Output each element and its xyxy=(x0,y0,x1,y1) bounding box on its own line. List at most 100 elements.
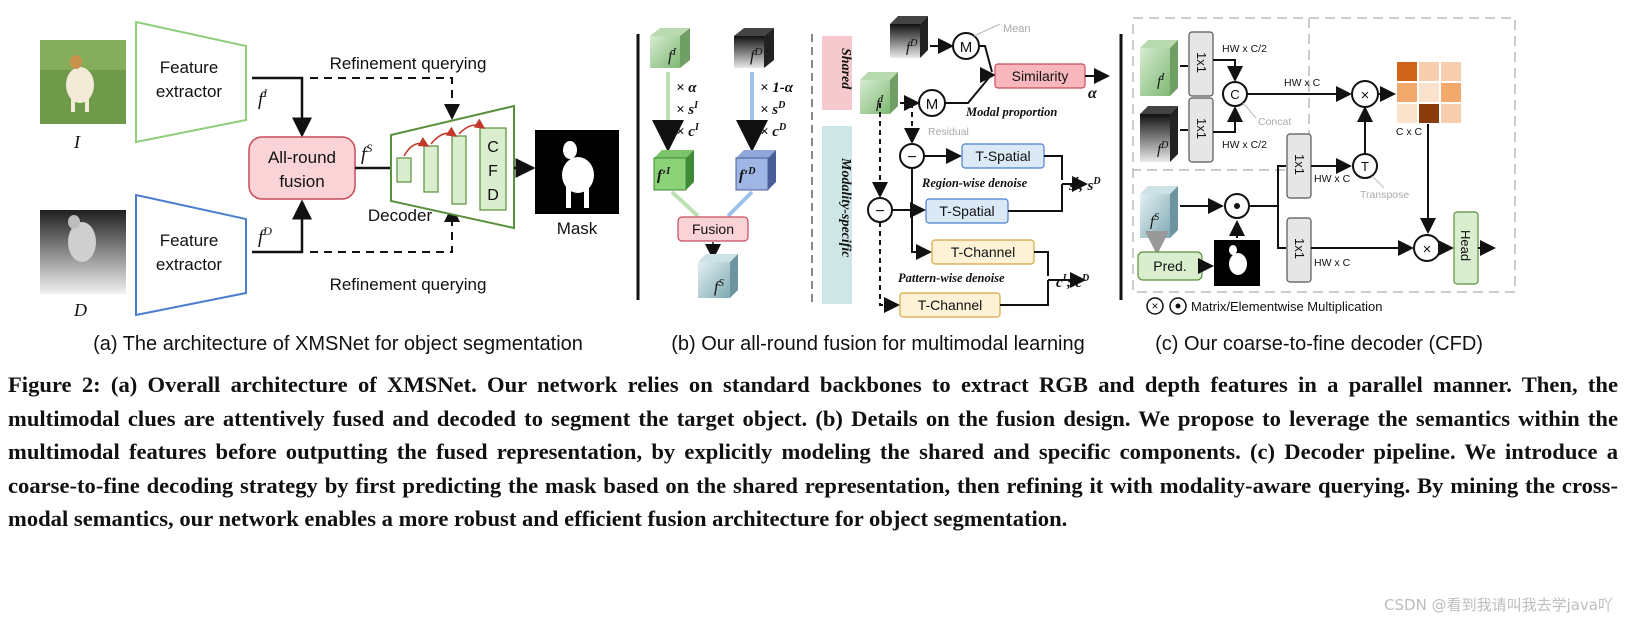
fusion-box-label: Fusion xyxy=(692,221,734,237)
panel-b: fI fD × α × sI × cI × 1-α × sD × cD f′I … xyxy=(650,16,1110,355)
cfd-letter-f: F xyxy=(488,163,498,180)
s-output-label: sI; sD xyxy=(1068,176,1101,194)
watermark: CSDN @看到我请叫我去学java吖 xyxy=(1384,596,1613,614)
b-feature-rgb-label: fI xyxy=(668,46,677,65)
fusion-label-2: fusion xyxy=(279,172,324,191)
fused-feature-cube xyxy=(698,254,738,298)
fusion-label-1: All-round xyxy=(268,148,336,167)
c-rgb-cube: fI xyxy=(1140,40,1178,96)
refinement-querying-top: Refinement querying xyxy=(330,54,487,73)
subcaption-a: (a) The architecture of XMSNet for objec… xyxy=(93,333,583,355)
svg-text:fD: fD xyxy=(1157,140,1169,158)
c-shared-cube: fS xyxy=(1140,186,1178,238)
pred-box-label: Pred. xyxy=(1153,258,1186,274)
svg-text:f′D: f′D xyxy=(739,166,755,184)
conv1x1-low xyxy=(1286,217,1312,283)
panel-a: I D Feature extractor Feature extractor … xyxy=(40,20,619,355)
conv1x1-rgb-label: 1x1 xyxy=(1194,52,1209,73)
shared-tag-label: Shared xyxy=(838,48,853,90)
subcaption-b: (b) Our all-round fusion for multimodal … xyxy=(671,333,1085,355)
mult-s-i: × sI xyxy=(676,100,699,118)
concat-label: Concat xyxy=(1258,116,1291,128)
architecture-figure: I D Feature extractor Feature extractor … xyxy=(40,16,1516,355)
hw-c-low: HW x C xyxy=(1314,257,1351,269)
subtract-op-bottom-symbol: − xyxy=(875,203,884,220)
decoder-label: Decoder xyxy=(368,206,433,225)
mean-op-top-symbol: M xyxy=(960,39,973,56)
refined-feature-rgb: f′I xyxy=(653,150,694,191)
legend-text: Matrix/Elementwise Multiplication xyxy=(1191,299,1382,314)
cxc-heatmap xyxy=(1397,62,1461,123)
b-fused-feature-label: fS xyxy=(714,277,724,296)
b-feature-depth-label: fD xyxy=(750,46,762,65)
t-spatial-bottom-label: T-Spatial xyxy=(939,203,994,219)
b-depth-cube-right: fD xyxy=(890,16,928,58)
extractor-depth-label-2: extractor xyxy=(156,255,222,274)
depth-input-label: D xyxy=(73,300,87,320)
c-output-label: cI; cD xyxy=(1056,273,1089,291)
mask-label: Mask xyxy=(557,219,598,238)
subtract-op-top-symbol: − xyxy=(907,149,916,166)
refined-feature-depth: f′D xyxy=(735,150,776,191)
hw-c-half-top: HW x C/2 xyxy=(1222,43,1267,55)
specific-tag-label: Modality-specific xyxy=(838,157,853,258)
feature-depth-label: fD xyxy=(258,224,272,248)
hw-c-top: HW x C xyxy=(1284,77,1321,89)
matmul-op-bottom-symbol: × xyxy=(1423,241,1432,258)
conv1x1-mid-label: 1x1 xyxy=(1292,154,1307,175)
modal-proportion-label: Modal proportion xyxy=(965,105,1057,119)
mask-output-image xyxy=(535,130,619,214)
svg-text:f′I: f′I xyxy=(657,166,671,184)
subcaption-c: (c) Our coarse-to-fine decoder (CFD) xyxy=(1155,333,1483,355)
concat-op-symbol: C xyxy=(1230,87,1239,102)
mult-one-minus-alpha: × 1-α xyxy=(760,80,794,96)
caption-text: Figure 2: (a) Overall architecture of XM… xyxy=(8,372,1618,531)
svg-text:fD: fD xyxy=(906,38,918,56)
depth-input-image xyxy=(40,210,126,294)
cfd-letter-c: C xyxy=(487,139,499,156)
mult-alpha: × α xyxy=(676,80,697,96)
conv1x1-low-label: 1x1 xyxy=(1292,238,1307,259)
pred-mask-thumb xyxy=(1214,240,1260,286)
conv1x1-depth xyxy=(1188,97,1214,163)
region-denoise-label: Region-wise denoise xyxy=(921,176,1028,190)
rgb-input-image xyxy=(40,40,126,124)
cfd-block xyxy=(479,127,507,211)
pattern-denoise-label: Pattern-wise denoise xyxy=(898,271,1005,285)
alpha-output: α xyxy=(1088,85,1098,102)
feature-rgb-label: fI xyxy=(258,86,268,110)
transpose-label: Transpose xyxy=(1360,189,1409,201)
refinement-querying-bottom: Refinement querying xyxy=(330,275,487,294)
t-spatial-top-label: T-Spatial xyxy=(975,148,1030,164)
t-channel-bottom-label: T-Channel xyxy=(918,297,983,313)
cfd-letter-d: D xyxy=(487,187,499,204)
feature-extractor-rgb xyxy=(135,20,247,144)
transpose-op-symbol: T xyxy=(1361,159,1369,174)
conv1x1-depth-label: 1x1 xyxy=(1194,118,1209,139)
extractor-rgb-label-1: Feature xyxy=(160,58,219,77)
mult-c-d: × cD xyxy=(760,122,786,140)
extractor-rgb-label-2: extractor xyxy=(156,82,222,101)
shared-tag xyxy=(822,36,852,110)
similarity-label: Similarity xyxy=(1012,68,1069,84)
t-channel-top-label: T-Channel xyxy=(951,244,1016,260)
residual-label: Residual xyxy=(928,126,969,138)
feature-extractor-depth xyxy=(135,193,247,317)
legend-matrix-icon xyxy=(1146,297,1164,315)
legend-matrix-symbol: × xyxy=(1151,299,1158,313)
feature-shared-label: fS xyxy=(361,141,372,165)
fusion-box xyxy=(677,216,749,242)
feature-depth-cube xyxy=(734,28,774,68)
hw-c-half-bottom: HW x C/2 xyxy=(1222,139,1267,151)
hw-c-mid: HW x C xyxy=(1314,173,1351,185)
svg-text:fS: fS xyxy=(1150,212,1159,230)
rgb-input-label: I xyxy=(73,132,81,152)
cxc-label: C x C xyxy=(1396,126,1423,138)
mult-s-d: × sD xyxy=(760,100,785,118)
svg-text:fI: fI xyxy=(1157,72,1165,90)
extractor-depth-label-1: Feature xyxy=(160,231,219,250)
matmul-op-top-symbol: × xyxy=(1361,87,1370,104)
c-depth-cube: fD xyxy=(1140,106,1178,162)
figure-caption: Figure 2: (a) Overall architecture of XM… xyxy=(8,368,1618,536)
panel-c: fI fD 1x1 1x1 HW x C/2 HW x C/2 C Concat… xyxy=(1132,17,1516,355)
